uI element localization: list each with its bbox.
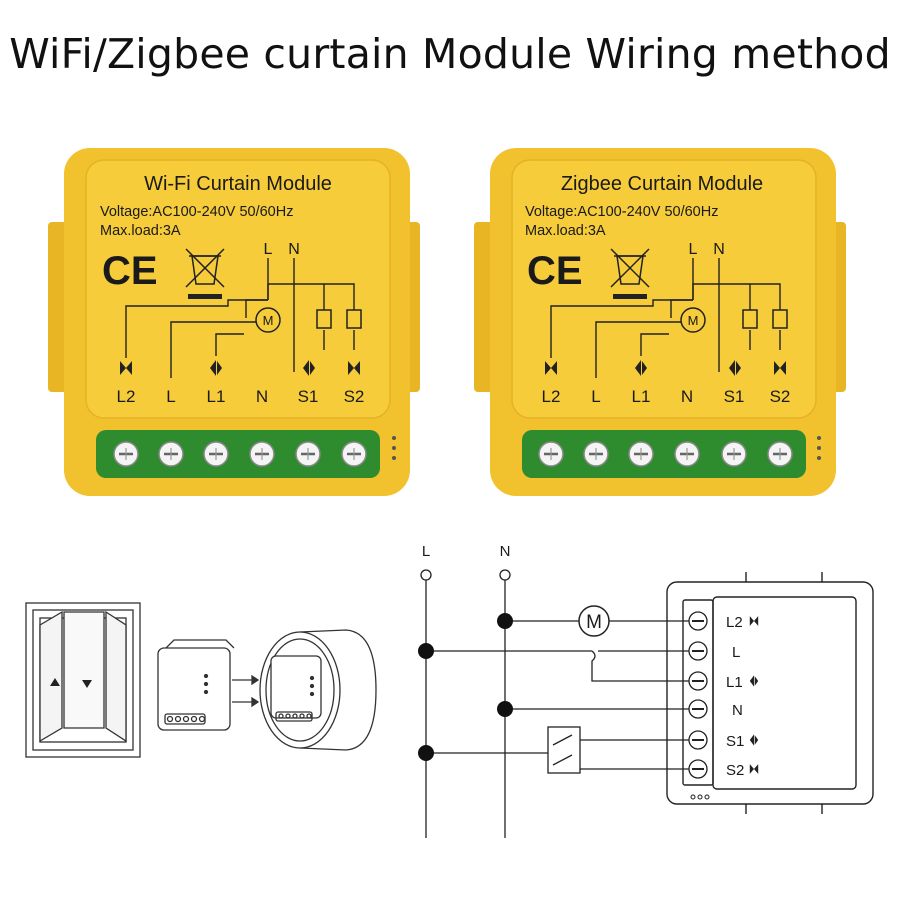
svg-text:M: M <box>586 612 602 633</box>
install-illustration <box>25 602 377 758</box>
line-label: L <box>422 543 430 560</box>
terminal-label: L <box>591 387 600 406</box>
svg-text:M: M <box>688 313 699 328</box>
indicator-dots <box>392 436 396 460</box>
motor-icon: M <box>578 605 610 637</box>
voltage-label: Voltage:AC100-240V 50/60Hz <box>100 204 293 220</box>
module-face <box>85 159 391 419</box>
maxload-label: Max.load:3A <box>100 223 181 239</box>
bowtie-icon <box>749 764 759 774</box>
down-arrow-icon <box>82 680 92 688</box>
neutral-terminal <box>499 569 511 581</box>
terminal-screw[interactable] <box>294 440 322 468</box>
internal-wiring <box>125 258 355 378</box>
input-label-n: N <box>288 241 300 258</box>
terminal-label: L1 <box>207 387 226 406</box>
terminal-screw[interactable] <box>340 440 368 468</box>
junction-dot <box>497 613 513 629</box>
indicator-dots <box>817 436 821 460</box>
page-title: WiFi/Zigbee curtain Module Wiring method <box>9 30 891 78</box>
terminal-screw[interactable] <box>157 440 185 468</box>
terminal-label: L2 <box>726 614 743 631</box>
input-label-l: L <box>689 241 698 258</box>
terminal-label: N <box>681 387 693 406</box>
wall-switch <box>25 602 141 758</box>
terminal-label: L2 <box>117 387 136 406</box>
ce-mark: CE <box>527 249 583 293</box>
terminal-screw[interactable] <box>202 440 230 468</box>
terminal-screw[interactable] <box>673 440 701 468</box>
terminal-label: N <box>256 387 268 406</box>
voltage-label: Voltage:AC100-240V 50/60Hz <box>525 204 718 220</box>
line-terminal <box>420 569 432 581</box>
terminal-label: S1 <box>726 733 744 750</box>
relay-icon <box>772 309 788 329</box>
terminal-label: L <box>166 387 175 406</box>
up-arrow-icon <box>50 678 60 686</box>
terminal-label: L1 <box>726 674 743 691</box>
terminal-label: S2 <box>770 387 791 406</box>
terminal-screw[interactable] <box>537 440 565 468</box>
terminal-label: S2 <box>344 387 365 406</box>
terminal-label: N <box>732 702 743 719</box>
diamond-icon <box>749 734 759 746</box>
weee-bin-icon <box>610 248 650 299</box>
terminal-screw[interactable] <box>720 440 748 468</box>
input-label-n: N <box>713 241 725 258</box>
terminal-label: L2 <box>542 387 561 406</box>
wiring-schematic: L N M <box>418 543 874 838</box>
terminal-block <box>522 430 806 478</box>
wall-box <box>259 629 377 751</box>
module-name: Zigbee Curtain Module <box>561 173 763 195</box>
terminal-label: L <box>732 644 740 661</box>
relay-icon <box>742 309 758 329</box>
relay-icon <box>316 309 332 329</box>
maxload-label: Max.load:3A <box>525 223 606 239</box>
svg-text:M: M <box>263 313 274 328</box>
terminal-screw[interactable] <box>766 440 794 468</box>
relay-icon <box>346 309 362 329</box>
junction-dot <box>418 745 434 761</box>
terminal-screw[interactable] <box>248 440 276 468</box>
module-outline <box>666 572 874 814</box>
input-label-l: L <box>264 241 273 258</box>
weee-bin-icon <box>185 248 225 299</box>
motor-icon: M <box>680 307 706 333</box>
terminal-label: S2 <box>726 762 744 779</box>
terminal-screw[interactable] <box>627 440 655 468</box>
neutral-label: N <box>500 543 511 560</box>
terminal-label: L1 <box>632 387 651 406</box>
schematic-terminals <box>688 611 708 779</box>
terminal-screw[interactable] <box>112 440 140 468</box>
bowtie-icon <box>749 616 759 626</box>
terminal-label: S1 <box>724 387 745 406</box>
zigbee-module: Zigbee Curtain Module Voltage:AC100-240V… <box>474 148 846 496</box>
motor-icon: M <box>255 307 281 333</box>
internal-wiring <box>550 258 781 378</box>
module-name: Wi-Fi Curtain Module <box>144 173 332 195</box>
terminal-label: S1 <box>298 387 319 406</box>
module-face <box>511 159 817 419</box>
ce-mark: CE <box>102 249 158 293</box>
wifi-module: Wi-Fi Curtain Module Voltage:AC100-240V … <box>48 148 420 496</box>
module-drawing <box>157 639 235 731</box>
diamond-icon <box>749 675 759 687</box>
indicator-dots <box>690 794 710 800</box>
junction-dot <box>418 643 434 659</box>
terminal-screw[interactable] <box>582 440 610 468</box>
arrow-icon <box>232 674 260 708</box>
junction-dot <box>497 701 513 717</box>
